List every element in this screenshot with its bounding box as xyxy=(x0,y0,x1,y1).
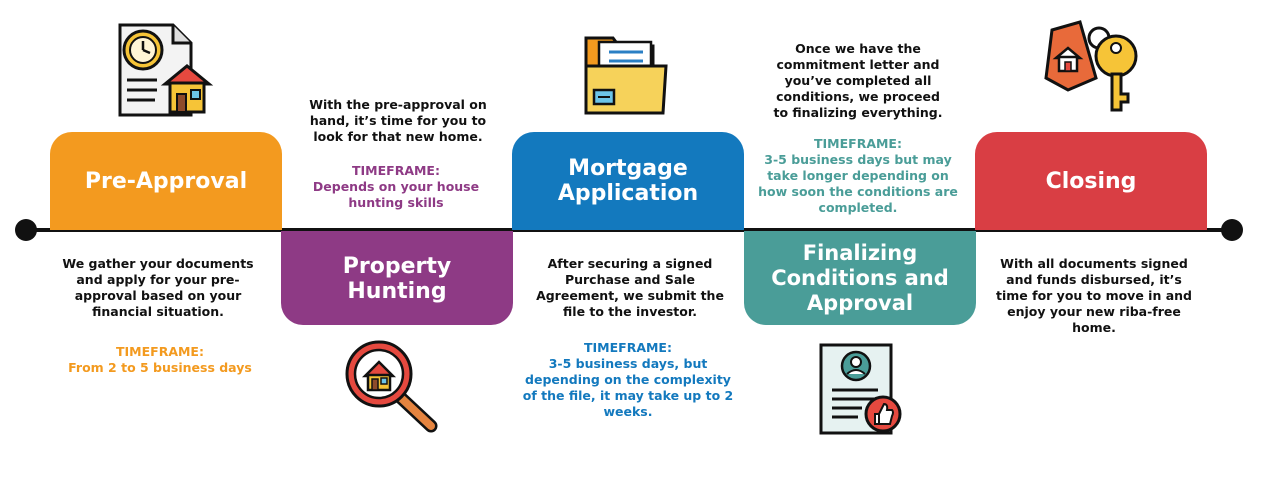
step-title: Closing xyxy=(1045,168,1137,194)
step-box-closing: Closing xyxy=(975,132,1207,230)
step-description-closing: With all documents signed and funds disb… xyxy=(996,256,1192,335)
timeline-end-dot xyxy=(1221,219,1243,241)
step-description-mortgage-application: After securing a signed Purchase and Sal… xyxy=(536,256,724,319)
step-box-mortgage-application: Mortgage Application xyxy=(512,132,744,230)
document-clock-house-icon xyxy=(118,23,214,117)
house-key-tag-icon xyxy=(1044,20,1138,112)
step-timeframe-property-hunting: TIMEFRAME: Depends on your house hunting… xyxy=(312,163,480,210)
step-description-property-hunting: With the pre-approval on hand, it’s time… xyxy=(309,97,487,144)
timeline-start-dot xyxy=(15,219,37,241)
step-timeframe-pre-approval: TIMEFRAME: From 2 to 5 business days xyxy=(68,344,252,375)
step-description-pre-approval: We gather your documents and apply for y… xyxy=(62,256,254,319)
folder-icon xyxy=(584,36,668,115)
step-title: Mortgage Application xyxy=(557,156,699,206)
step-description-finalizing: Once we have the commitment letter and y… xyxy=(773,41,943,120)
step-title: Property Hunting xyxy=(342,254,452,304)
approval-document-icon xyxy=(819,343,902,435)
step-title: Pre-Approval xyxy=(84,168,248,194)
step-box-pre-approval: Pre-Approval xyxy=(50,132,282,230)
timeline-line xyxy=(26,228,1234,232)
step-box-finalizing: Finalizing Conditions and Approval xyxy=(744,231,976,325)
step-title: Finalizing Conditions and Approval xyxy=(771,240,949,315)
step-timeframe-finalizing: TIMEFRAME: 3-5 business days but may tak… xyxy=(758,136,958,215)
magnifier-house-icon xyxy=(345,340,438,433)
step-timeframe-mortgage-application: TIMEFRAME: 3-5 business days, but depend… xyxy=(522,340,734,419)
step-box-property-hunting: Property Hunting xyxy=(281,231,513,325)
